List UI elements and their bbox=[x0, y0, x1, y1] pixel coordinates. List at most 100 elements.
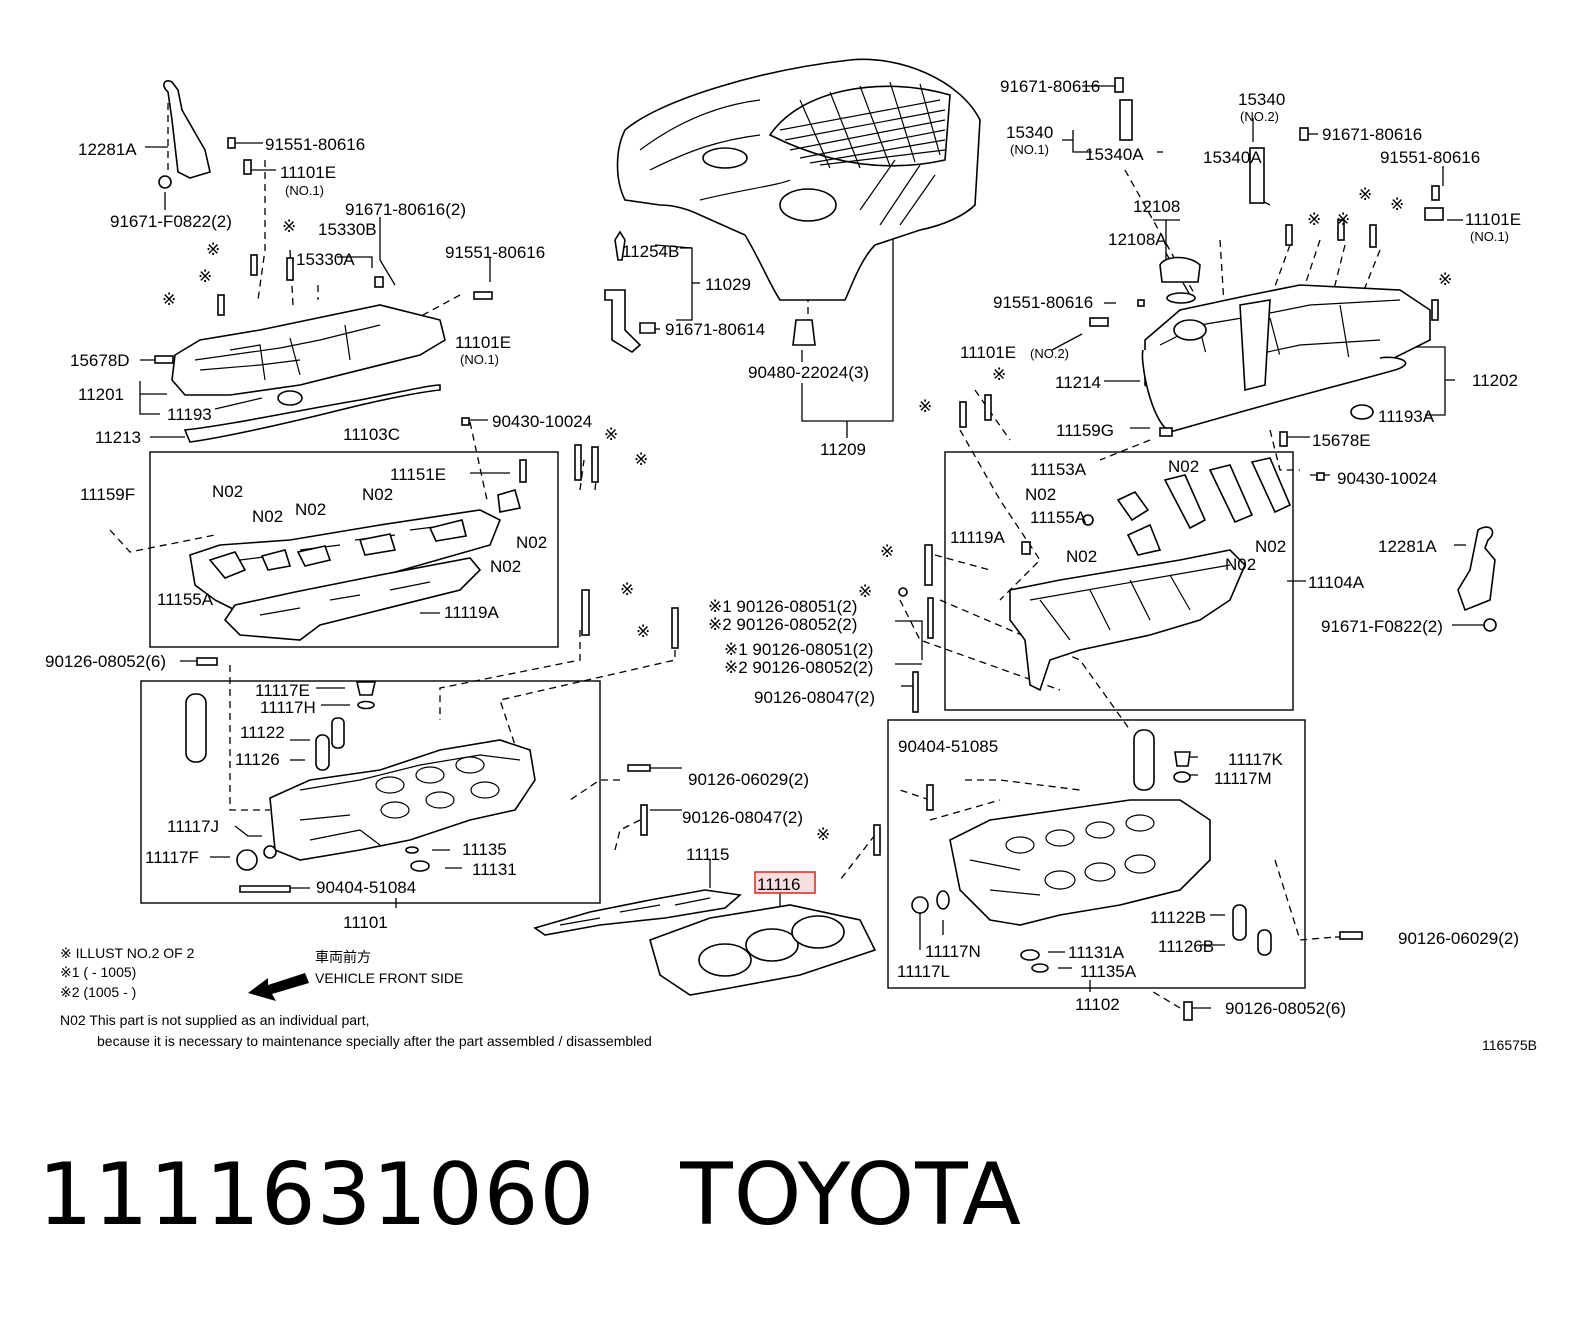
label-11126: 11126 bbox=[235, 750, 280, 769]
label-no2: (NO.2) bbox=[1030, 346, 1069, 361]
label-n02: N02 bbox=[1225, 555, 1256, 574]
label-note-mark: ※ bbox=[858, 582, 872, 601]
label-11101E: 11101E bbox=[280, 163, 336, 182]
label-note-mark: ※ bbox=[918, 397, 932, 416]
label-15340A: 15340A bbox=[1085, 145, 1144, 164]
group-boxes bbox=[140, 451, 1306, 989]
label-15678D: 15678D bbox=[70, 351, 130, 370]
label-11117L: 11117L bbox=[897, 962, 950, 981]
label-11102: 11102 bbox=[1075, 995, 1120, 1014]
label-12281A: 12281A bbox=[78, 140, 137, 159]
label-n02: N02 bbox=[1255, 537, 1286, 556]
label-n02: N02 bbox=[362, 485, 393, 504]
label-11254B: 11254B bbox=[622, 242, 679, 261]
part-caption: 1111631060 TOYOTA bbox=[38, 1140, 1558, 1250]
label-11122: 11122 bbox=[240, 723, 285, 742]
label-11104A: 11104A bbox=[1308, 573, 1365, 592]
label-11117K: 11117K bbox=[1228, 750, 1283, 769]
label-n02: N02 bbox=[1066, 547, 1097, 566]
part-labels: 12281A 91551-80616 11101E (NO.1) 91671-F… bbox=[45, 77, 1521, 1018]
label-11159F: 11159F bbox=[80, 485, 135, 504]
label-s2-90126-08052: ※2 90126-08052(2) bbox=[724, 658, 873, 677]
label-15340: 15340 bbox=[1006, 123, 1053, 142]
label-note-mark: ※ bbox=[1336, 210, 1350, 229]
cover-bracket bbox=[604, 230, 816, 353]
label-no1: (NO.1) bbox=[285, 183, 324, 198]
label-11202: 11202 bbox=[1472, 371, 1518, 390]
label-11117E: 11117E bbox=[255, 681, 310, 700]
label-90430-10024: 90430-10024 bbox=[492, 412, 592, 431]
label-n02: N02 bbox=[490, 557, 521, 576]
right-hook-bracket bbox=[1457, 526, 1497, 632]
label-note-mark: ※ bbox=[282, 217, 296, 236]
label-note-mark: ※ bbox=[880, 542, 894, 561]
label-90126-06029-2: 90126-06029(2) bbox=[1398, 929, 1519, 948]
front-arrow-icon bbox=[248, 973, 309, 1001]
illustration-code: 116575B bbox=[1482, 1037, 1537, 1053]
label-n02: N02 bbox=[252, 507, 283, 526]
label-11117M: 11117M bbox=[1214, 769, 1272, 788]
left-hook-bracket bbox=[158, 80, 211, 189]
label-11209: 11209 bbox=[820, 440, 866, 459]
label-91551-80616: 91551-80616 bbox=[265, 135, 365, 154]
label-note-mark: ※ bbox=[162, 290, 176, 309]
label-no1: (NO.1) bbox=[460, 352, 499, 367]
label-11117J: 11117J bbox=[167, 817, 219, 836]
label-15678E: 15678E bbox=[1312, 431, 1371, 450]
label-11126B: 11126B bbox=[1158, 937, 1214, 956]
label-11214: 11214 bbox=[1055, 373, 1101, 392]
note-front-en: VEHICLE FRONT SIDE bbox=[315, 970, 463, 986]
label-11103C: 11103C bbox=[343, 425, 400, 444]
label-note-mark: ※ bbox=[620, 580, 634, 599]
note-front-jp: 車両前方 bbox=[315, 949, 371, 965]
label-90126-08052-6: 90126-08052(6) bbox=[45, 652, 166, 671]
note-s2: ※2 (1005 - ) bbox=[60, 984, 136, 1000]
label-91671-f0822: 91671-F0822(2) bbox=[1321, 617, 1443, 636]
label-90126-06029-2: 90126-06029(2) bbox=[688, 770, 809, 789]
label-11122B: 11122B bbox=[1150, 908, 1206, 927]
label-11119A: 11119A bbox=[444, 603, 499, 622]
label-11101E: 11101E bbox=[960, 343, 1016, 362]
label-s1-90126-08051: ※1 90126-08051(2) bbox=[708, 597, 857, 616]
label-11119A: 11119A bbox=[950, 528, 1005, 547]
label-s2-90126-08052: ※2 90126-08052(2) bbox=[708, 615, 857, 634]
label-91671-80616-2: 91671-80616(2) bbox=[345, 200, 466, 219]
left-cam-cover bbox=[171, 304, 446, 443]
label-s1-90126-08051: ※1 90126-08051(2) bbox=[724, 640, 873, 659]
label-11101E: 11101E bbox=[455, 333, 511, 352]
label-91671-80616: 91671-80616 bbox=[1000, 77, 1100, 96]
label-note-mark: ※ bbox=[1307, 210, 1321, 229]
label-no2: (NO.2) bbox=[1240, 109, 1279, 124]
label-91551-80616: 91551-80616 bbox=[445, 243, 545, 262]
label-11131A: 11131A bbox=[1068, 943, 1125, 962]
label-12281A: 12281A bbox=[1378, 537, 1437, 556]
label-11029: 11029 bbox=[705, 275, 751, 294]
label-11193A: 11193A bbox=[1378, 407, 1435, 426]
label-11155A: 11155A bbox=[1030, 508, 1087, 527]
label-11115: 11115 bbox=[686, 845, 730, 864]
label-91551-80616: 91551-80616 bbox=[993, 293, 1093, 312]
label-note-mark: ※ bbox=[198, 267, 212, 286]
legend-notes: ※ ILLUST NO.2 OF 2 ※1 ( - 1005) ※2 (1005… bbox=[60, 945, 1537, 1053]
label-11131: 11131 bbox=[472, 860, 517, 879]
label-90404-51085: 90404-51085 bbox=[898, 737, 998, 756]
label-11135A: 11135A bbox=[1080, 962, 1137, 981]
label-note-mark: ※ bbox=[1358, 185, 1372, 204]
label-11153A: 11153A bbox=[1030, 460, 1087, 479]
label-n02: N02 bbox=[1025, 485, 1056, 504]
label-11193: 11193 bbox=[167, 405, 212, 424]
label-91671-80616: 91671-80616 bbox=[1322, 125, 1422, 144]
label-90404-51084: 90404-51084 bbox=[316, 878, 416, 897]
brand-name: TOYOTA bbox=[680, 1145, 1022, 1245]
label-15330A: 15330A bbox=[296, 250, 355, 269]
label-11116: 11116 bbox=[757, 875, 801, 894]
label-n02: N02 bbox=[212, 482, 243, 501]
label-12108: 12108 bbox=[1133, 197, 1180, 216]
label-90430-10024: 90430-10024 bbox=[1337, 469, 1437, 488]
label-note-mark: ※ bbox=[1438, 270, 1452, 289]
label-11117H: 11117H bbox=[260, 698, 316, 717]
label-11159G: 11159G bbox=[1056, 421, 1114, 440]
label-15330B: 15330B bbox=[318, 220, 377, 239]
label-91551-80616: 91551-80616 bbox=[1380, 148, 1480, 167]
note-n02-line2: because it is necessary to maintenance s… bbox=[97, 1033, 652, 1049]
